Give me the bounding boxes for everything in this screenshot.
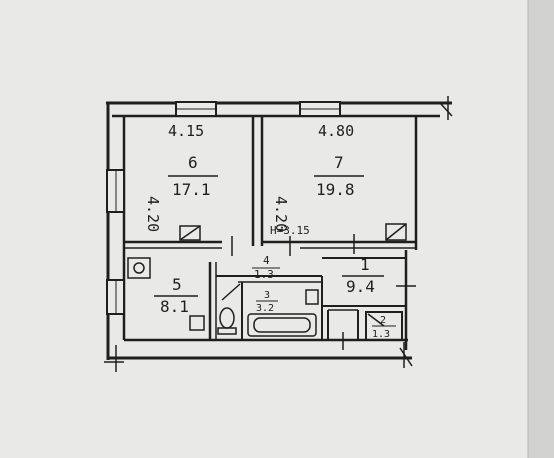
room2-number: 2 <box>380 315 386 326</box>
room1-area: 9.4 <box>346 277 375 296</box>
labels: 4.15 4.20 6 17.1 4.80 4.20 7 19.8 H=3.15… <box>144 122 396 340</box>
room7-area: 19.8 <box>316 180 355 199</box>
stove-room6-diag <box>179 225 201 241</box>
corner-tick-bottom-right <box>399 347 413 367</box>
room5-area: 8.1 <box>160 297 189 316</box>
door-swing-toilet <box>221 283 241 301</box>
room5-number: 5 <box>172 275 182 294</box>
outer-walls <box>104 96 453 372</box>
stove-room6 <box>179 225 201 241</box>
kitchen-stove-burner <box>133 262 145 274</box>
bathtub <box>247 313 317 337</box>
ceiling-height-label: H=3.15 <box>270 224 310 237</box>
room7-number: 7 <box>334 153 344 172</box>
paper-edge-shadow <box>528 0 554 458</box>
room6-number: 6 <box>188 153 198 172</box>
fixtures <box>127 223 407 337</box>
room4-number: 4 <box>263 254 270 267</box>
room6-length-label: 4.20 <box>144 196 162 232</box>
corner-tick-top-right <box>439 102 453 117</box>
closet-2-outline <box>365 311 403 341</box>
stove-room7-diag <box>385 223 407 241</box>
stove-room7 <box>385 223 407 241</box>
room1-number: 1 <box>360 255 370 274</box>
washbasin <box>305 289 319 305</box>
room4-area: 1.3 <box>254 268 274 281</box>
room6-width-label: 4.15 <box>168 122 204 140</box>
room3-number: 3 <box>264 290 270 301</box>
kitchen-sink <box>189 315 205 331</box>
kitchen-stove <box>127 257 151 279</box>
bathtub-inner <box>253 317 311 333</box>
room2-area: 1.3 <box>372 329 390 340</box>
toilet-bowl <box>219 307 235 329</box>
room7-length-label: 4.20 <box>272 196 290 232</box>
door-swing-closet <box>367 313 385 327</box>
room7-width-label: 4.80 <box>318 122 354 140</box>
room3-area: 3.2 <box>256 303 274 314</box>
room6-area: 17.1 <box>172 180 211 199</box>
interior-walls <box>124 116 416 350</box>
